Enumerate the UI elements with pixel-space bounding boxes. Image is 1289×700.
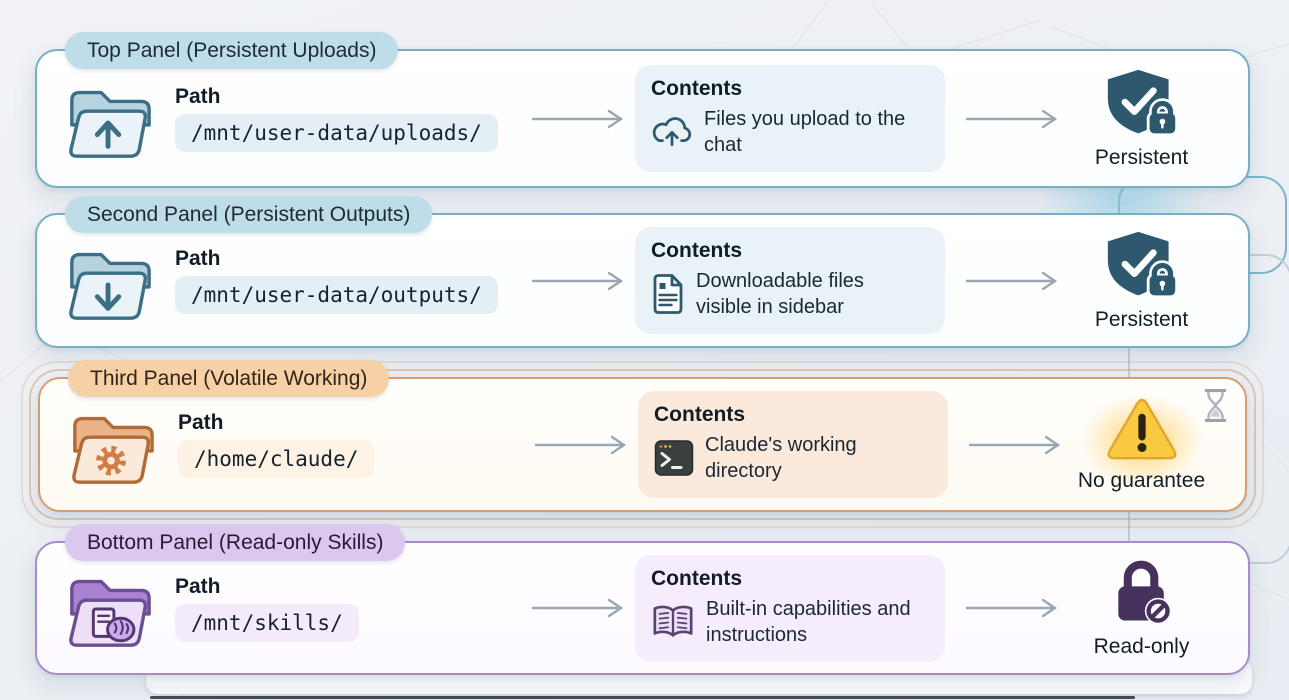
folder-gear-icon: [72, 416, 154, 484]
contents-text: Claude's working directory: [705, 434, 857, 482]
status-persistent: Persistent: [1061, 67, 1222, 170]
contents-text: Downloadable files visible in sidebar: [696, 270, 864, 318]
panel-title-pill: Top Panel (Persistent Uploads): [65, 32, 399, 69]
path-value: /mnt/user-data/uploads/: [175, 114, 498, 152]
warning-triangle-icon: [1107, 398, 1176, 460]
contents-text: Built-in capabilities and instructions: [706, 597, 911, 646]
status-label: Persistent: [1094, 308, 1189, 331]
path-value: /mnt/skills/: [175, 603, 359, 642]
arrow-right-icon: [531, 271, 624, 290]
panel-persistent-uploads: Top Panel (Persistent Uploads) Path /mnt…: [35, 32, 1250, 188]
contents-label: Contents: [651, 239, 742, 262]
contents-box: Contents Files you upload to the chat: [635, 65, 945, 172]
document-icon: [653, 274, 683, 314]
contents-box: Contents Claude's working directory: [638, 391, 948, 498]
arrow-right-icon: [968, 435, 1061, 454]
panel-title-pill: Bottom Panel (Read-only Skills): [65, 524, 406, 561]
contents-label: Contents: [651, 566, 742, 590]
contents-label: Contents: [654, 403, 745, 426]
terminal-icon: [654, 440, 694, 476]
lock-prohibited-icon: [1117, 560, 1171, 624]
path-label: Path: [175, 574, 221, 598]
open-book-icon: [653, 605, 693, 637]
contents-label: Contents: [651, 77, 742, 100]
panel-persistent-outputs: Second Panel (Persistent Outputs) Path /…: [35, 196, 1250, 348]
contents-text: Files you upload to the chat: [704, 108, 906, 156]
panel-volatile-working: Third Panel (Volatile Working) Path /hom…: [38, 360, 1247, 512]
status-read-only: Read-only: [1061, 558, 1222, 659]
status-label: Persistent: [1094, 146, 1189, 169]
panel-title-pill: Second Panel (Persistent Outputs): [65, 196, 433, 233]
bottom-dark-line: [150, 696, 1135, 699]
arrow-right-icon: [531, 109, 624, 128]
path-value: /mnt/user-data/outputs/: [175, 276, 498, 314]
path-label: Path: [175, 247, 221, 270]
arrow-right-icon: [965, 109, 1058, 128]
folder-skills-icon: [69, 579, 151, 647]
folder-download-icon: [69, 252, 151, 320]
panel-title-pill: Third Panel (Volatile Working): [68, 360, 390, 397]
path-label: Path: [178, 411, 224, 434]
status-persistent: Persistent: [1061, 229, 1222, 332]
panel-readonly-skills: Bottom Panel (Read-only Skills) Path /mn…: [35, 524, 1250, 675]
folder-upload-icon: [69, 90, 151, 158]
cloud-upload-icon: [652, 117, 692, 147]
arrow-right-icon: [534, 435, 627, 454]
status-no-guarantee: No guarantee: [1056, 375, 1227, 506]
path-value: /home/claude/: [178, 440, 375, 478]
path-label: Path: [175, 85, 221, 108]
status-label: No guarantee: [1077, 469, 1206, 492]
shield-check-lock-icon: [1107, 69, 1178, 137]
contents-box: Contents Built-in capabilities and instr…: [635, 554, 945, 662]
arrow-right-icon: [965, 598, 1058, 618]
hourglass-icon: [1204, 389, 1227, 422]
arrow-right-icon: [531, 598, 624, 618]
contents-box: Contents Downloadable files visible in s…: [635, 227, 945, 334]
shield-check-lock-icon: [1107, 231, 1178, 299]
status-label: Read-only: [1093, 634, 1190, 658]
arrow-right-icon: [965, 271, 1058, 290]
